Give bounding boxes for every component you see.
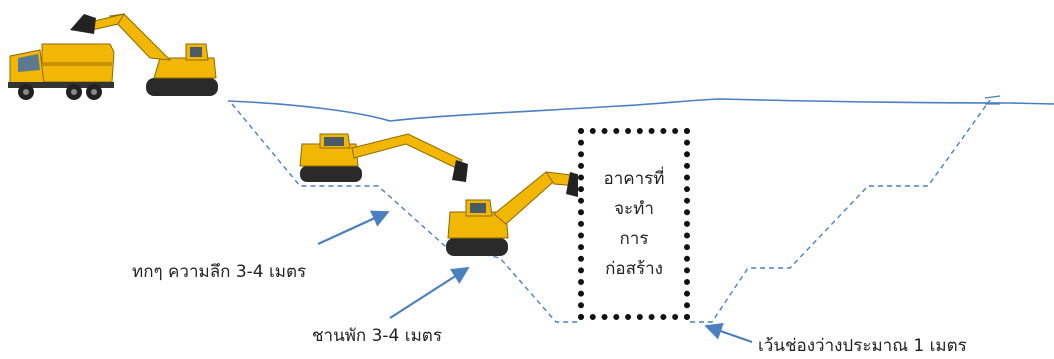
planned-building-box: อาคารที่ จะทำ การ ก่อสร้าง [578,128,690,320]
gap-label: เว้นช่องว่างประมาณ 1 เมตร [758,336,967,356]
step-depth-label: ทกๆ ความลึก 3-4 เมตร [132,262,307,282]
building-label-line-4: ก่อสร้าง [605,259,663,279]
building-label-line-2: จะทำ [614,199,654,219]
bench-width-arrow [389,267,470,319]
ground-surface-line [227,98,1054,122]
step-depth-arrow [317,210,390,246]
dump-truck-icon [8,43,115,100]
right-slope-dashed [690,99,991,323]
excavator-icon [70,13,218,96]
gap-arrow [704,322,753,344]
bench-width-label: ชานพัก 3-4 เมตร [312,326,442,346]
building-label-line-3: การ [619,229,649,249]
excavator-icon [299,133,468,182]
building-label-line-1: อาคารที่ [603,169,665,189]
excavator-icon [446,171,584,256]
left-slope-dashed [231,103,578,323]
